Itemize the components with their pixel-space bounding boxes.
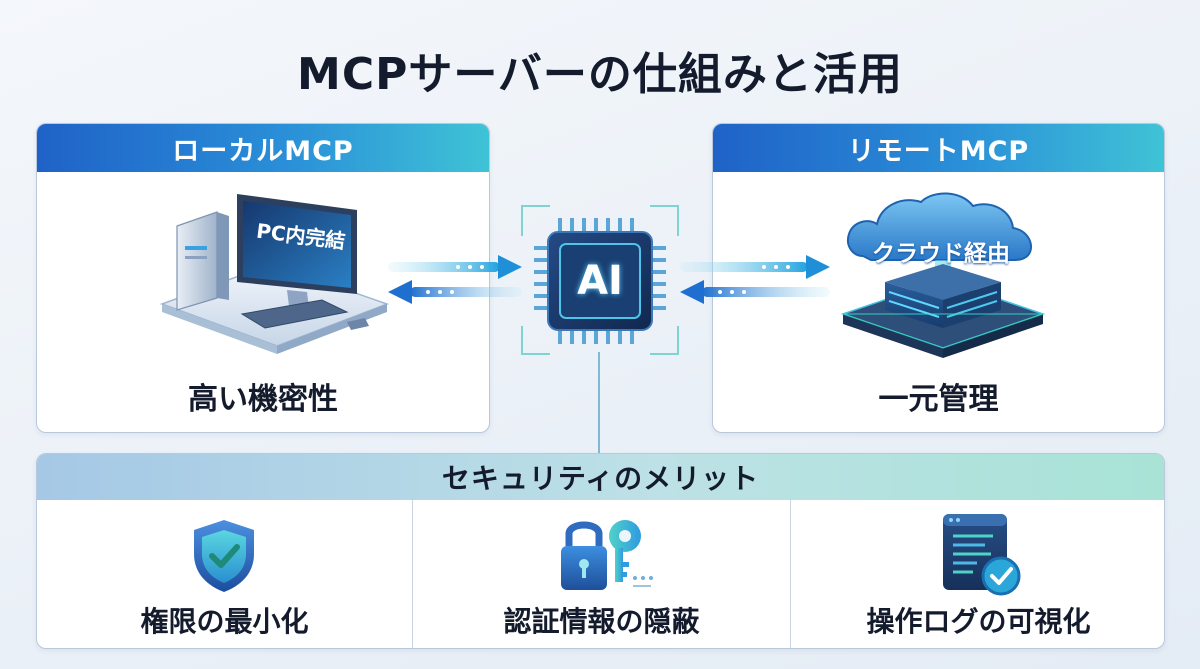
security-merits-header: セキュリティのメリット xyxy=(37,454,1164,500)
security-item-label: 権限の最小化 xyxy=(140,605,309,638)
local-mcp-panel: ローカルMCP PC内完結 高い機密性 xyxy=(36,123,490,433)
cloud-server-icon xyxy=(840,192,1046,358)
arrow-ai-to-local xyxy=(388,280,522,304)
security-item-label: 操作ログの可視化 xyxy=(866,605,1091,638)
log-check-icon xyxy=(943,514,1021,596)
connector-line xyxy=(598,352,600,453)
security-item-log-visibility: 操作ログの可視化 xyxy=(790,500,1164,648)
cloud-text: クラウド経由 xyxy=(872,241,1010,267)
page-title: MCPサーバーの仕組みと活用 xyxy=(297,49,903,100)
security-item-least-privilege: 権限の最小化 xyxy=(37,500,412,648)
security-item-label: 認証情報の隠蔽 xyxy=(503,605,700,638)
desktop-pc-icon xyxy=(159,194,390,354)
ai-chip-label: AI xyxy=(577,258,623,304)
arrow-remote-to-ai xyxy=(680,280,830,304)
security-merits-panel: セキュリティのメリット 権限の最小化 認証情報の隠蔽 xyxy=(36,453,1165,649)
arrow-local-to-ai xyxy=(388,255,522,279)
remote-mcp-panel: リモートMCP クラウド経由 一元管理 xyxy=(712,123,1165,433)
lock-key-icon xyxy=(561,520,653,590)
arrow-ai-to-remote xyxy=(680,255,830,279)
security-item-credential-hiding: 認証情報の隠蔽 xyxy=(412,500,790,648)
ai-chip-icon xyxy=(521,205,679,355)
local-caption: 高い機密性 xyxy=(188,382,338,417)
remote-mcp-header: リモートMCP xyxy=(713,124,1164,172)
shield-check-icon xyxy=(194,520,254,592)
remote-caption: 一元管理 xyxy=(878,382,999,417)
local-mcp-header: ローカルMCP xyxy=(37,124,489,172)
